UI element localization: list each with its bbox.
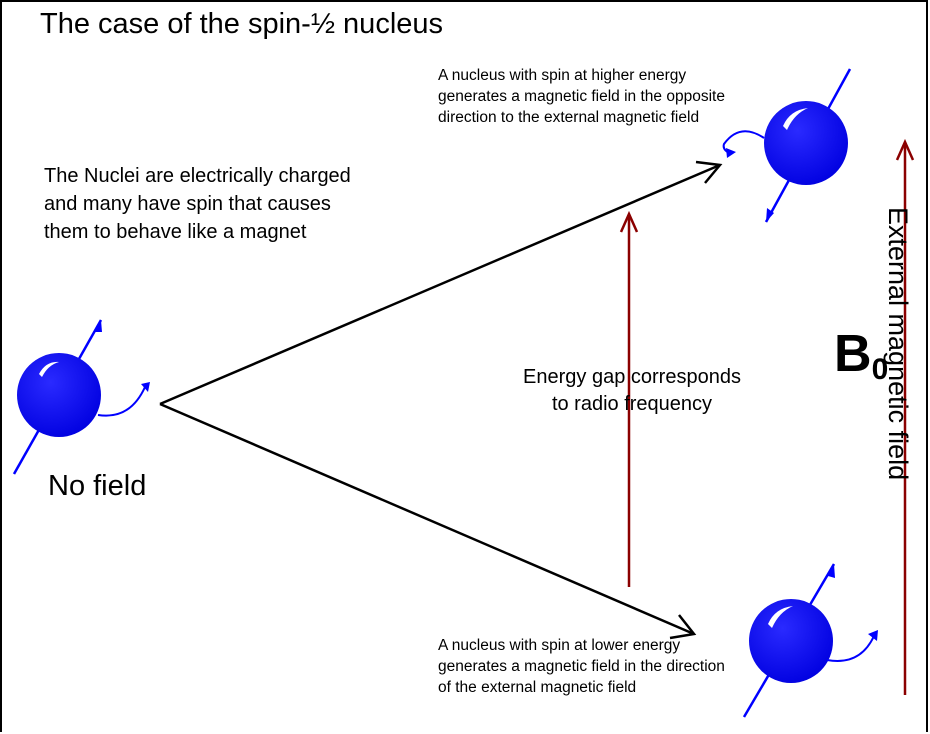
split-arrow-down <box>160 404 694 638</box>
b0-symbol: B <box>834 325 872 383</box>
nucleus-no-field <box>14 320 150 474</box>
intro-text: The Nuclei are electrically charged and … <box>44 162 364 246</box>
external-field-label: External magnetic field <box>882 207 913 480</box>
spin-arrow-icon <box>726 148 736 158</box>
nucleus-low-energy <box>744 564 878 717</box>
b0-label: B0 <box>834 324 888 387</box>
no-field-label: No field <box>48 470 146 503</box>
energy-gap-text: Energy gap corresponds to radio frequenc… <box>522 364 742 418</box>
higher-energy-text: A nucleus with spin at higher energy gen… <box>438 65 738 128</box>
lower-energy-text: A nucleus with spin at lower energy gene… <box>438 635 738 698</box>
nucleus-high-energy <box>724 69 850 222</box>
diagram-title: The case of the spin-½ nucleus <box>40 8 443 41</box>
